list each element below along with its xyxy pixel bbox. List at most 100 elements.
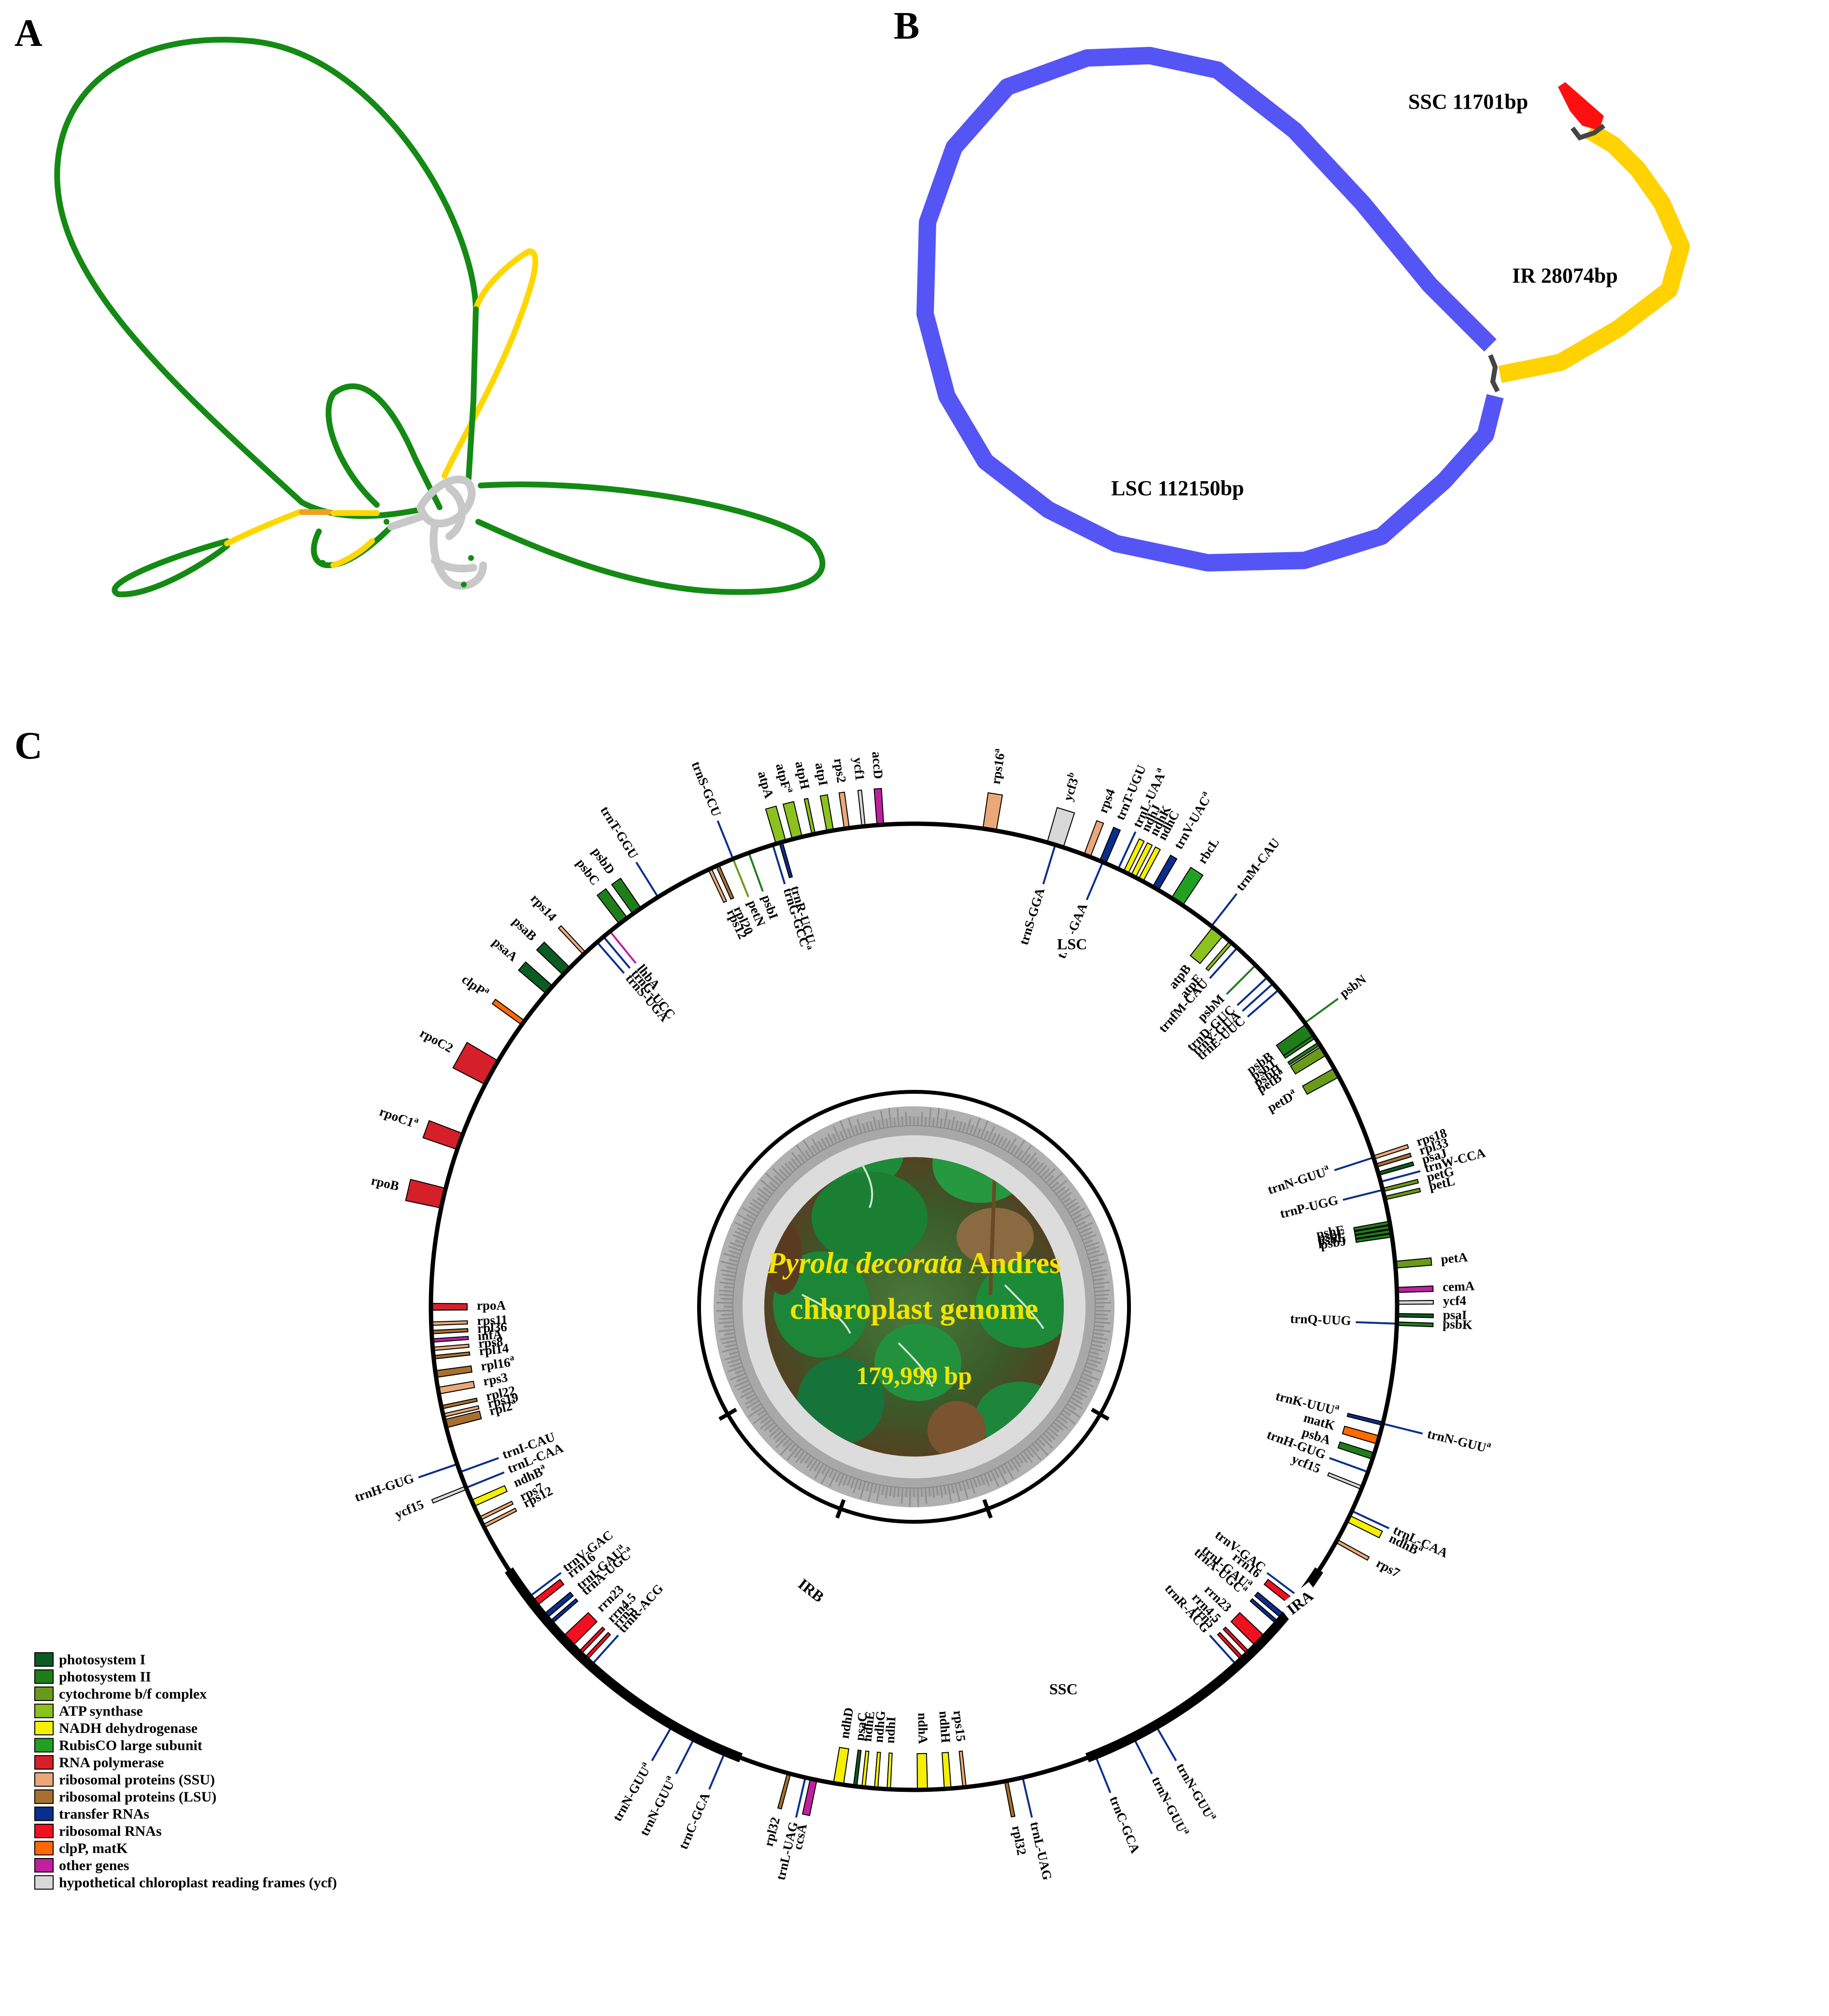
gc-spike <box>1087 1358 1101 1364</box>
gc-spike <box>1095 1301 1111 1304</box>
gene-trnc-gca <box>708 1751 727 1790</box>
gene-matk <box>1342 1425 1380 1445</box>
gene-box <box>942 1752 952 1790</box>
gc-spike <box>965 1480 970 1489</box>
genome-length: 179,999 bp <box>856 1362 972 1390</box>
gene-tick <box>1334 1157 1374 1172</box>
gene-trny-gua <box>1242 983 1274 1012</box>
gene-rps2 <box>838 791 850 829</box>
gc-spike <box>727 1365 743 1373</box>
gene-label: rpl36 <box>477 1319 507 1335</box>
gene-box <box>431 1328 469 1334</box>
segment-connector <box>1488 354 1500 393</box>
gene-label: rpoA <box>477 1298 506 1313</box>
gene-atph <box>803 798 816 835</box>
gene-trni-cau <box>459 1457 499 1473</box>
gene-box <box>873 1751 881 1789</box>
region-boundary-tick <box>982 1499 993 1519</box>
gene-trnr-acg <box>1209 1634 1238 1667</box>
gene-trnw-cca <box>1380 1170 1421 1183</box>
gc-spike <box>1094 1289 1110 1293</box>
gc-spike <box>873 1484 877 1494</box>
gc-spike <box>857 1118 863 1134</box>
gene-box <box>1346 1515 1383 1539</box>
ir-label: IR 28074bp <box>1512 264 1618 287</box>
gene-rpl36 <box>431 1328 469 1334</box>
region-ssc-text: SSC <box>1049 1680 1078 1698</box>
gc-spike <box>839 1131 845 1140</box>
gc-spike <box>1016 1150 1023 1158</box>
gene-box <box>405 1179 446 1209</box>
gc-spike <box>1085 1242 1100 1248</box>
gene-box <box>431 1336 469 1343</box>
gc-spike <box>716 1301 733 1304</box>
gene-ycf15 <box>1327 1472 1363 1490</box>
gc-spike <box>889 1486 892 1497</box>
gc-spike <box>987 1126 995 1142</box>
gene-tick <box>1086 861 1104 901</box>
gc-spike <box>1082 1373 1099 1381</box>
gene-rpl32 <box>777 1772 791 1810</box>
gene-label: ndhH <box>936 1711 953 1744</box>
gc-spike <box>805 1150 812 1158</box>
gene-trnf-gaa <box>1086 861 1104 901</box>
gene-label: ndhG <box>871 1710 888 1743</box>
gene-ycf1 <box>857 789 866 827</box>
gc-spike <box>1077 1383 1090 1390</box>
gc-spike <box>1029 1157 1038 1168</box>
gc-spike <box>885 1486 888 1499</box>
gc-spike <box>1081 1231 1093 1238</box>
gene-clpp <box>491 999 526 1026</box>
gc-spike <box>1037 1165 1047 1175</box>
gc-spike <box>1014 1457 1021 1468</box>
gc-spike <box>943 1111 948 1129</box>
ssc-label: SSC 11701bp <box>1408 90 1528 114</box>
graph-node-cluster <box>387 475 487 590</box>
gc-spike <box>802 1140 814 1157</box>
legend-item-nadh-dehydrogenase: NADH dehydrogenase <box>34 1720 198 1736</box>
gene-label: trnS-GCU <box>689 759 724 819</box>
gc-spike <box>760 1418 773 1430</box>
gc-spike <box>729 1373 746 1381</box>
gene-box <box>491 999 526 1026</box>
gc-spike <box>839 1120 848 1139</box>
gc-spike <box>796 1144 808 1161</box>
gc-spike <box>1031 1443 1039 1452</box>
species-title: Pyrola decorata Andres <box>767 1247 1061 1280</box>
gene-trnl-caa <box>1351 1510 1390 1530</box>
gc-spike <box>729 1258 739 1263</box>
gc-spike <box>976 1476 982 1486</box>
gene-label: psbN <box>1337 972 1369 1001</box>
gc-spike <box>880 1111 885 1129</box>
gc-spike <box>862 1123 866 1133</box>
legend-label: cytochrome b/f complex <box>59 1686 207 1702</box>
gc-spike <box>1045 1430 1056 1440</box>
legend-item-photosystem-ii: photosystem II <box>34 1669 151 1685</box>
gc-spike <box>757 1188 771 1198</box>
gc-spike <box>1010 1459 1019 1472</box>
gc-spike <box>1057 1415 1068 1424</box>
gene-atpf <box>782 801 803 840</box>
gc-spike <box>1083 1369 1093 1374</box>
gc-spike <box>947 1119 951 1129</box>
gene-tick <box>635 861 659 898</box>
region-lsc-text: LSC <box>1057 935 1087 953</box>
gene-tick <box>609 930 637 964</box>
gene-rpl20 <box>715 864 735 900</box>
gc-spike <box>1048 1427 1059 1437</box>
gc-spike <box>1092 1273 1107 1277</box>
gc-spike <box>748 1206 760 1214</box>
gc-spike <box>1043 1433 1053 1443</box>
gc-spike <box>729 1242 743 1248</box>
gc-spike <box>781 1165 791 1175</box>
gc-spike <box>735 1369 745 1374</box>
gc-spike <box>936 1486 939 1496</box>
gene-accd <box>873 788 885 826</box>
gene-trnq-uug <box>1356 1321 1397 1325</box>
gc-spike <box>881 1485 885 1496</box>
gene-box <box>1099 827 1121 864</box>
gene-label: accD <box>869 751 886 780</box>
gene-rpob <box>405 1179 446 1209</box>
gc-spike <box>1053 1179 1068 1192</box>
